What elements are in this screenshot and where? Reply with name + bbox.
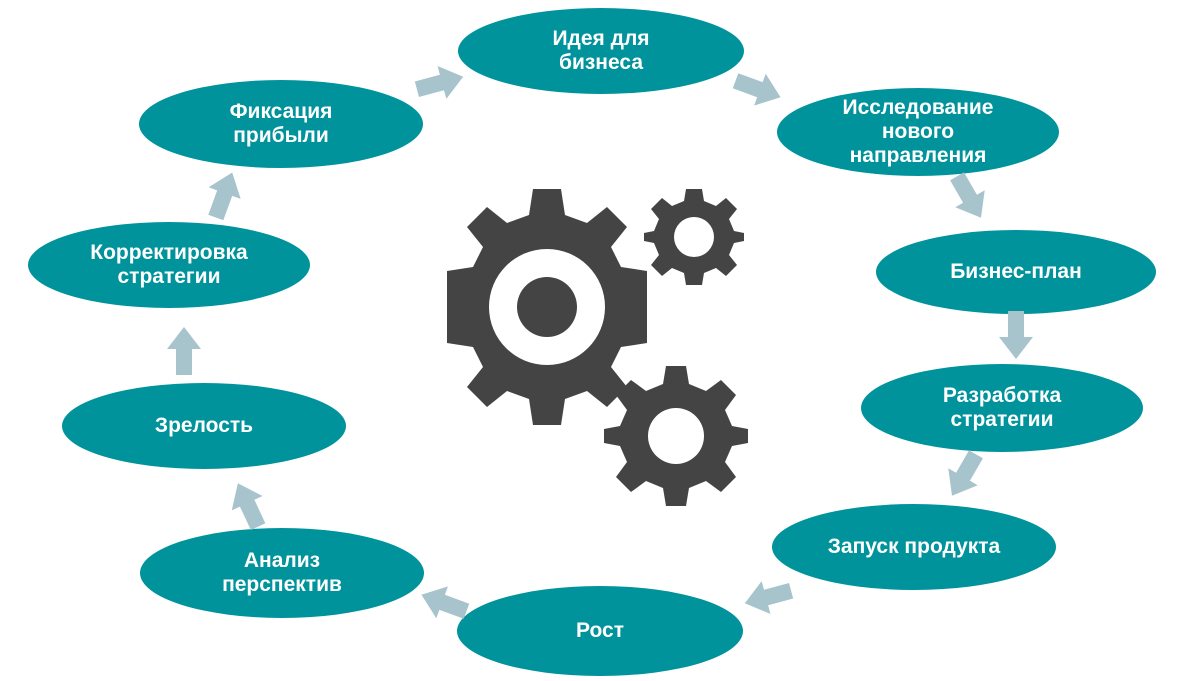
stage-new-direction-research: Исследование нового направления <box>777 88 1059 176</box>
stage-business-plan: Бизнес-план <box>876 230 1156 314</box>
arrow-icon <box>937 446 990 505</box>
stage-label: Рост <box>576 619 624 642</box>
stage-label: Фиксация прибыли <box>229 100 333 147</box>
gears-icon <box>422 182 752 512</box>
stage-growth: Рост <box>457 586 743 676</box>
stage-profit-taking: Фиксация прибыли <box>139 80 423 168</box>
stage-strategy-development: Разработка стратегии <box>861 364 1143 452</box>
arrow-icon <box>730 65 787 113</box>
stage-business-idea: Идея для бизнеса <box>458 8 744 94</box>
stage-product-launch: Запуск продукта <box>772 504 1056 590</box>
arrow-icon <box>942 168 995 227</box>
stage-maturity: Зрелость <box>62 383 346 469</box>
stage-label: Бизнес-план <box>950 260 1082 283</box>
arrow-icon <box>412 60 467 105</box>
stage-prospects-analysis: Анализ перспектив <box>140 528 424 618</box>
arrow-icon <box>167 327 201 375</box>
arrow-icon <box>740 574 795 619</box>
stage-label: Исследование нового направления <box>842 96 994 167</box>
stage-label: Запуск продукта <box>827 535 1001 558</box>
stage-label: Анализ перспектив <box>222 549 342 596</box>
stage-label: Идея для бизнеса <box>552 27 650 74</box>
stage-label: Разработка стратегии <box>942 384 1062 431</box>
arrow-icon <box>222 476 273 534</box>
stage-label: Корректировка стратегии <box>90 241 248 288</box>
arrow-icon <box>200 167 248 224</box>
arrow-icon <box>416 579 473 627</box>
arrow-icon <box>999 311 1033 359</box>
stage-label: Зрелость <box>154 414 254 437</box>
stage-strategy-adjustment: Корректировка стратегии <box>28 222 310 308</box>
